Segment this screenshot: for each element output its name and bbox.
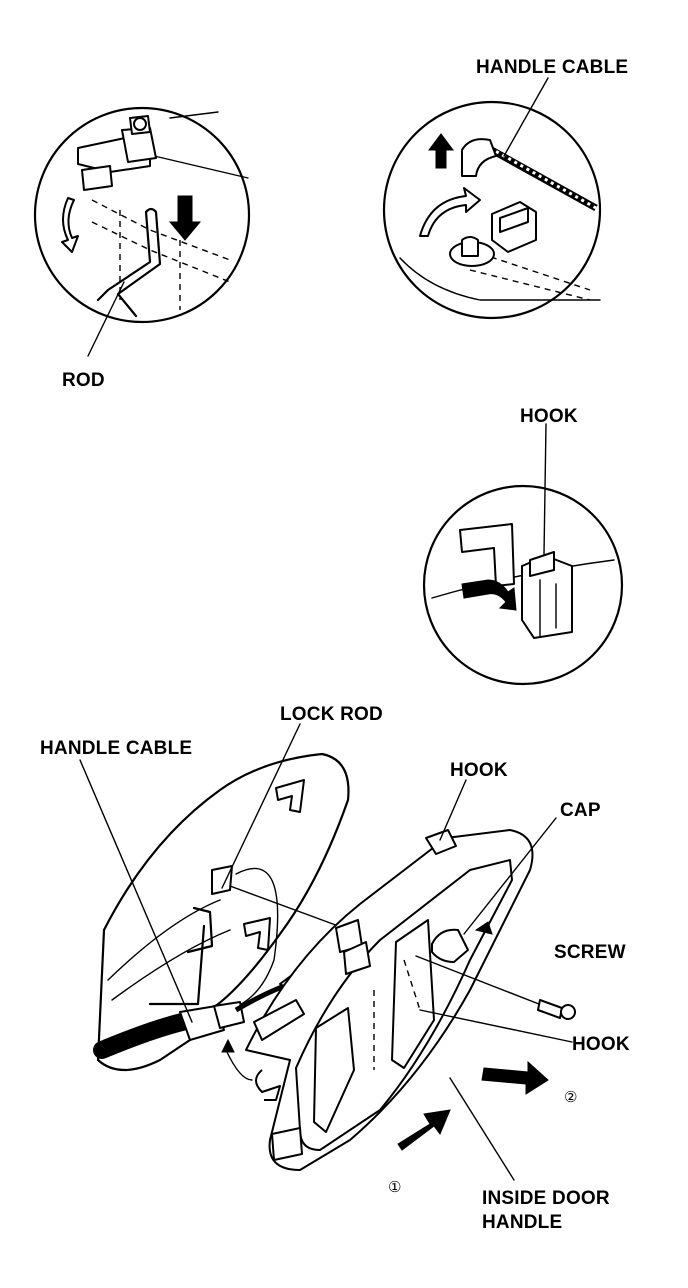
rod-disconnect-detail-icon [33, 106, 251, 324]
rod-label: ROD [62, 370, 105, 391]
hook-top-label: HOOK [520, 406, 578, 427]
hook-release-detail-icon [422, 484, 624, 686]
cap-label: CAP [560, 800, 601, 821]
inside-door-handle-assembly-icon [93, 752, 576, 1171]
hook-main-top-label: HOOK [450, 760, 508, 781]
cable-disconnect-detail-icon [382, 100, 602, 320]
screw-label: SCREW [554, 942, 626, 963]
lock-rod-label: LOCK ROD [280, 704, 383, 725]
step-2-marker: ② [564, 1088, 577, 1106]
handle-cable-top-label: HANDLE CABLE [476, 57, 628, 78]
inside-door-handle-label-line2: HANDLE [482, 1212, 562, 1233]
inside-door-handle-label-line1: INSIDE DOOR [482, 1188, 610, 1209]
handle-cable-main-label: HANDLE CABLE [40, 738, 192, 759]
hook-main-lower-label: HOOK [572, 1034, 630, 1055]
step-1-marker: ① [388, 1178, 401, 1196]
